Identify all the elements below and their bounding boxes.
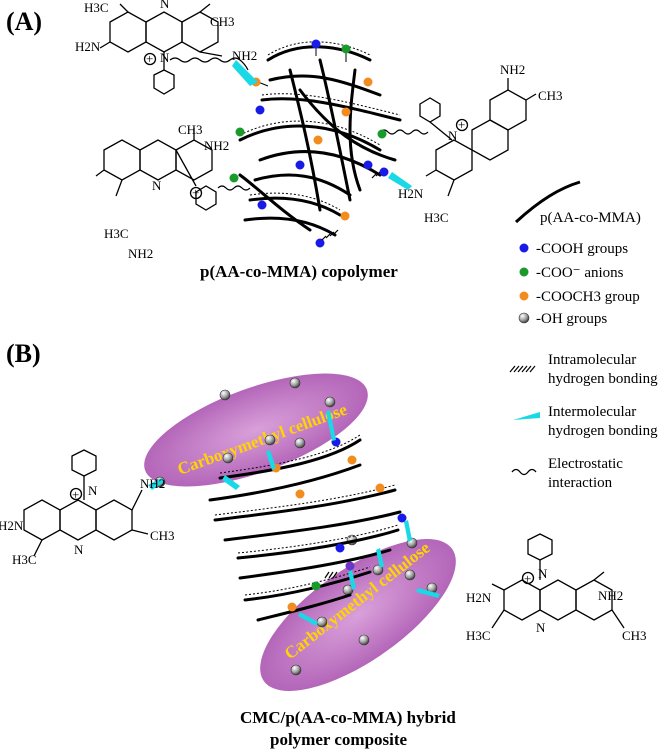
chem-label-nh2: NH2 <box>140 476 165 491</box>
legend-cooh-label: -COOH groups <box>536 241 628 257</box>
legend-cooch3-swatch <box>519 291 529 301</box>
chem-label-n: N <box>448 128 458 143</box>
legend-intra-label-2: hydrogen bonding <box>548 371 658 387</box>
cooch3-ball <box>340 211 350 221</box>
dye-molecule-b-right <box>491 533 625 629</box>
legend-cooch3-label: -COOCH3 group <box>536 289 640 305</box>
cooch3-ball <box>341 107 351 117</box>
polymer-chains-b <box>208 438 402 622</box>
intermolecular-hbond-b <box>148 410 440 626</box>
chem-label-n: N <box>88 483 98 498</box>
chem-label-ch3: CH3 <box>178 122 203 137</box>
cooh-ball <box>311 39 321 49</box>
chem-label-n: N <box>74 542 84 557</box>
legend-electro-swatch <box>511 468 537 476</box>
chem-label-n: N <box>160 0 170 11</box>
dye-molecule-left-middle <box>95 128 217 211</box>
legend-cooh-swatch <box>519 243 529 253</box>
legend-electro-label-1: Electrostatic <box>548 456 623 472</box>
cooh-ball <box>363 160 373 170</box>
cooh-ball <box>255 105 265 115</box>
legend: p(AA-co-MMA) -COOH groups -COO⁻ anions -… <box>509 180 658 491</box>
chem-label-plus: + <box>72 487 79 502</box>
legend-intra-label-1: Intramolecular <box>548 352 636 368</box>
chem-label-nh2: NH2 <box>500 62 525 77</box>
chem-label-n: N <box>160 50 170 65</box>
chem-label-plus: + <box>192 185 199 200</box>
chem-label-n: N <box>536 620 546 635</box>
legend-coo-swatch <box>519 267 529 277</box>
chem-label-h3c: H3C <box>424 210 449 225</box>
panel-b-caption-line1: CMC/p(AA-co-MMA) hybrid <box>240 708 456 727</box>
polymer-chains-b-hatching <box>214 434 399 596</box>
legend-oh-label: -OH groups <box>536 311 607 327</box>
cooh-ball <box>257 200 267 210</box>
coo-anion-ball <box>235 127 245 137</box>
chem-label-h2n: H2N <box>466 590 492 605</box>
legend-inter-label-2: hydrogen bonding <box>548 423 658 439</box>
cooch3-ball <box>313 135 323 145</box>
legend-polymer-line <box>514 180 581 224</box>
chem-label-ch3: CH3 <box>622 628 647 643</box>
intramolecular-hbond-b <box>324 571 338 579</box>
intramolecular-hbond-a <box>321 171 381 241</box>
functional-groups-a <box>229 39 389 248</box>
dye-molecule-right <box>419 78 537 197</box>
legend-oh-swatch <box>518 312 530 324</box>
electrostatic-interaction-lines <box>169 57 429 191</box>
cooh-ball <box>295 160 305 170</box>
chem-label-h3c: H3C <box>12 552 37 567</box>
cooch3-ball <box>363 77 373 87</box>
chem-label-plus: + <box>146 51 153 66</box>
chem-label-ch3: CH3 <box>538 88 563 103</box>
chem-label-nh2: NH2 <box>598 588 623 603</box>
intermolecular-hbond-a <box>232 60 412 190</box>
dye-molecule-b-left <box>23 449 149 557</box>
panel-b-caption-line2: polymer composite <box>270 730 408 749</box>
polymer-network-a-hatching <box>239 41 401 211</box>
chem-label-h3c: H3C <box>466 628 491 643</box>
panel-a-caption: p(AA-co-MMA) copolymer <box>200 262 398 281</box>
coo-anion-ball <box>341 44 351 54</box>
polymer-network-a <box>238 45 402 237</box>
legend-electro-label-2: interaction <box>548 475 613 491</box>
legend-intra-swatch <box>509 365 536 373</box>
chem-label-nh2: NH2 <box>204 138 229 153</box>
legend-inter-swatch <box>513 412 540 420</box>
chem-label-ch3: CH3 <box>210 14 235 29</box>
legend-coo-label: -COO⁻ anions <box>536 265 624 281</box>
chem-label-plus: + <box>524 571 531 586</box>
cooh-ball <box>315 238 325 248</box>
chem-label-nh2: NH2 <box>128 246 153 261</box>
chem-label-h3c: H3C <box>104 226 129 241</box>
coo-anion-ball <box>377 129 387 139</box>
chem-label-h2n: H2N <box>0 518 24 533</box>
cellulose-ellipse-top: Carboxymethyl cellulose <box>144 373 368 487</box>
chem-label-ch3: CH3 <box>150 528 175 543</box>
chem-label-h2n: H2N <box>75 39 101 54</box>
cooh-ball <box>379 167 389 177</box>
coo-anion-ball <box>229 173 239 183</box>
panel-b-label: (B) <box>6 339 41 368</box>
chem-label-h3c: H3C <box>84 0 109 15</box>
legend-inter-label-1: Intermolecular <box>548 404 636 420</box>
chem-label-n: N <box>152 178 162 193</box>
chem-label-h2n: H2N <box>398 186 424 201</box>
panel-a-label: (A) <box>6 7 42 36</box>
legend-polymer-label: p(AA-co-MMA) <box>540 210 641 226</box>
chem-label-plus: + <box>458 117 465 132</box>
dye-molecule-top-left <box>99 3 223 95</box>
chem-label-n: N <box>538 566 548 581</box>
